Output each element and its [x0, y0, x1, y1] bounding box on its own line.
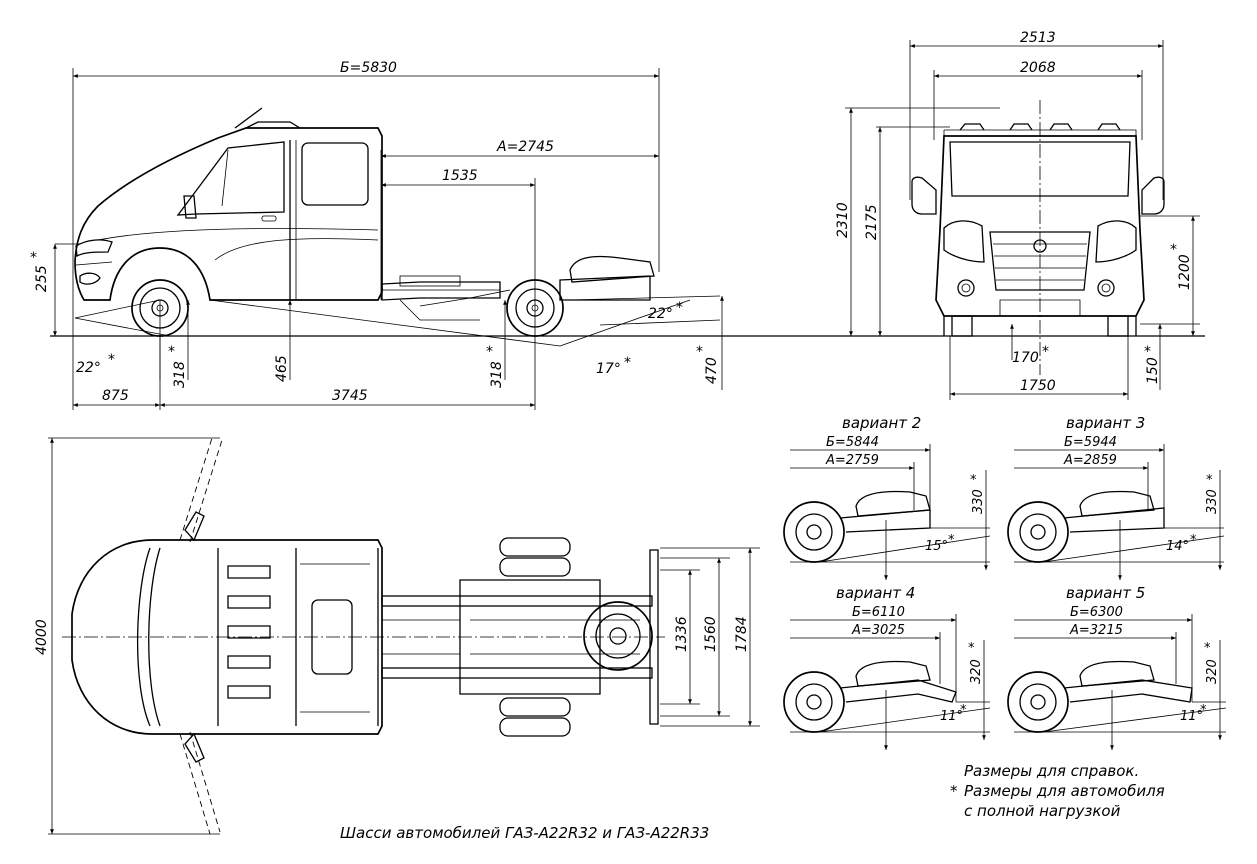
variant-h-star: * — [1204, 641, 1211, 656]
variant-b: Б=6110 — [852, 605, 905, 620]
front-height-label: 255 — [34, 265, 50, 292]
front-angle-star: * — [108, 352, 115, 368]
variant-angle-star: * — [1200, 703, 1207, 718]
cab-body — [74, 107, 383, 301]
variant-angle-star: * — [960, 703, 967, 718]
variant-h-star: * — [968, 641, 975, 656]
variant-h: 330 — [1205, 489, 1220, 514]
rear-track-label: 1560 — [703, 616, 719, 652]
front-overhang-label: 875 — [102, 388, 129, 404]
variant-title: вариант 3 — [1066, 414, 1145, 432]
variant-b: Б=5844 — [826, 435, 879, 450]
variant-h-star: * — [970, 473, 977, 488]
variant-angle: 14° — [1166, 539, 1189, 554]
clearance-side-star: * — [1144, 344, 1151, 360]
clearance-side-label: 150 — [1145, 357, 1161, 384]
variant-angle: 15° — [925, 539, 948, 554]
clearance-center-label: 170 — [1012, 350, 1039, 366]
front-cab — [935, 123, 1145, 337]
variant-h: 320 — [969, 659, 984, 684]
front-axle-clearance-label: 318 — [172, 361, 188, 388]
variant-title: вариант 5 — [1066, 584, 1145, 602]
variant-h-star: * — [1206, 473, 1213, 488]
note-line-1: Размеры для справок. — [964, 762, 1139, 780]
top-cab — [71, 539, 383, 735]
rear-axle-clearance-label: 318 — [489, 361, 505, 388]
variant-angle-star: * — [1190, 533, 1197, 548]
frame-width-label: 1336 — [674, 616, 690, 652]
height-cab-label: 2175 — [864, 204, 880, 240]
variant-a: А=2759 — [825, 453, 879, 468]
frame-height-label: 465 — [274, 355, 290, 382]
variant-b: Б=6300 — [1070, 605, 1123, 620]
variant-2: вариант 2 Б=5844 А=2759 330 * 15° * — [783, 414, 991, 580]
variant-angle-star: * — [948, 533, 955, 548]
break-angle-label: 17° — [596, 361, 621, 377]
frame-top-height-label: 470 — [704, 357, 720, 384]
top-frame — [381, 549, 659, 725]
door-swing-label: 4000 — [34, 619, 50, 655]
break-angle-star: * — [624, 355, 631, 371]
width-wheels-label: 1784 — [734, 616, 750, 652]
rear-angle-star: * — [676, 300, 683, 316]
variant-a: А=3215 — [1069, 623, 1123, 638]
track-label: 1750 — [1020, 378, 1056, 394]
height-1200-label: 1200 — [1177, 254, 1193, 290]
variant-5: вариант 5 Б=6300 А=3215 320 * 11° * — [1007, 584, 1227, 750]
rear-wheel — [506, 279, 564, 337]
rear-angle-label: 22° — [648, 306, 673, 322]
height-1200-star: * — [1170, 242, 1177, 258]
height-overall-label: 2310 — [835, 202, 851, 238]
front-view: 2513 2068 2310 2175 1200 * 170 * 150 * 1… — [835, 30, 1200, 400]
variant-3: вариант 3 Б=5944 А=2859 330 * 14° * — [1007, 414, 1225, 580]
front-height-star: * — [30, 250, 37, 266]
variant-b: Б=5944 — [1064, 435, 1117, 450]
chassis-frame — [381, 255, 655, 321]
top-view: 4000 — [34, 437, 760, 835]
top-mirror-right — [184, 732, 205, 763]
mirror-width-label: 2513 — [1020, 30, 1056, 46]
note-line-3: с полной нагрузкой — [964, 802, 1121, 820]
side-view: Б=5830 А=2745 1535 875 3745 255 * 22° * … — [30, 60, 1205, 410]
front-angle-label: 22° — [76, 360, 101, 376]
note-star: * — [950, 782, 958, 800]
variant-a: А=2859 — [1063, 453, 1117, 468]
wheelbase-label: 3745 — [332, 388, 368, 404]
rear-axle-star: * — [486, 344, 493, 360]
drawing-caption: Шасси автомобилей ГАЗ-А22R32 и ГАЗ-А22R3… — [340, 824, 709, 842]
variant-4: вариант 4 Б=6110 А=3025 320 * 11° * — [783, 584, 991, 750]
top-wheels — [499, 537, 653, 737]
clearance-center-star: * — [1042, 344, 1049, 360]
variant-title: вариант 4 — [836, 584, 915, 602]
notes: Размеры для справок. * Размеры для автом… — [950, 762, 1165, 820]
variant-title: вариант 2 — [842, 414, 921, 432]
overall-length-label: Б=5830 — [340, 60, 397, 76]
body-width-label: 2068 — [1020, 60, 1056, 76]
frame-to-axle-label: 1535 — [442, 168, 478, 184]
variant-a: А=3025 — [851, 623, 905, 638]
note-line-2: Размеры для автомобиля — [964, 782, 1165, 800]
frame-top-star: * — [696, 344, 703, 360]
top-mirror-left — [184, 511, 205, 542]
variant-h: 320 — [1205, 659, 1220, 684]
front-mirrors — [911, 176, 1165, 215]
variant-angle: 11° — [1180, 709, 1203, 724]
variants-grid: вариант 2 Б=5844 А=2759 330 * 15° * вари… — [783, 414, 1227, 750]
variant-angle: 11° — [940, 709, 963, 724]
rear-overhang-label: А=2745 — [496, 139, 554, 155]
front-axle-star: * — [168, 344, 175, 360]
variant-h: 330 — [971, 489, 986, 514]
